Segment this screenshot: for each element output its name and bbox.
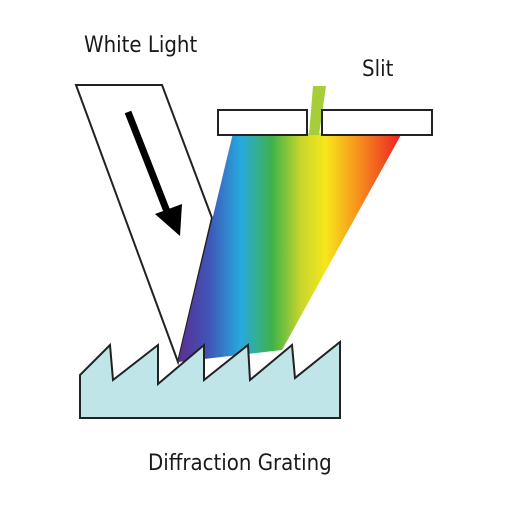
slit-label: Slit bbox=[362, 57, 394, 82]
white-light-beam bbox=[74, 84, 214, 366]
spectrum-fan bbox=[178, 133, 402, 362]
arrow-down-right-icon bbox=[124, 110, 182, 236]
slit-ray bbox=[309, 86, 326, 135]
slit-plate-left bbox=[217, 109, 308, 136]
diffraction-grating-label: Diffraction Grating bbox=[148, 451, 332, 476]
white-light-label: White Light bbox=[84, 33, 197, 58]
diffraction-grating bbox=[79, 339, 341, 419]
slit-plate-right bbox=[321, 109, 433, 136]
